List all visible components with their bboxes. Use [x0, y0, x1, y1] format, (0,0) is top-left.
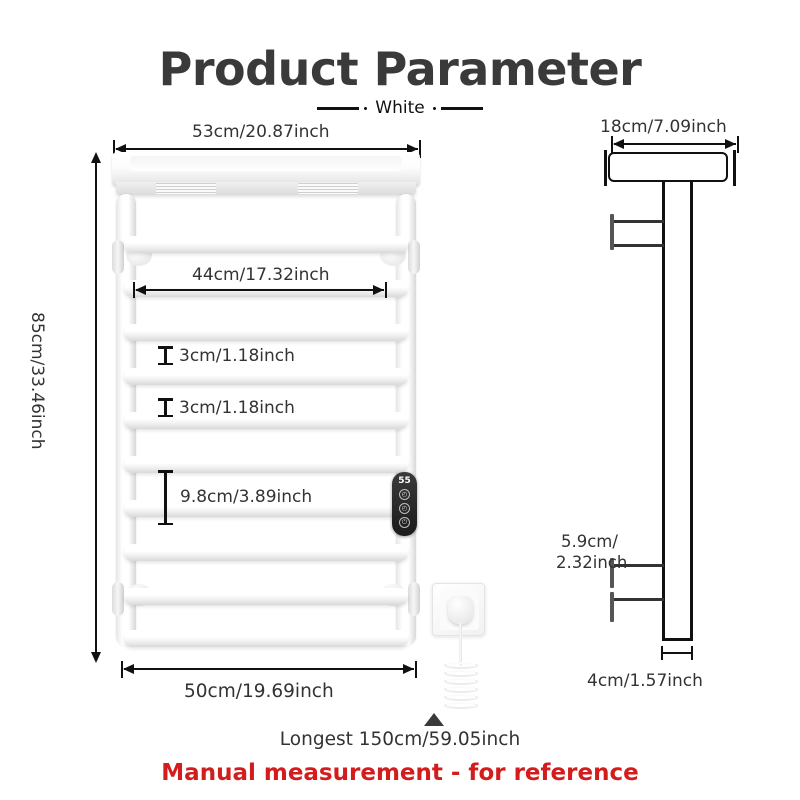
towel-bar [124, 588, 408, 605]
dim-tick-top-left [113, 140, 115, 158]
power-icon[interactable]: ⏻ [399, 517, 410, 528]
dim-arrow-depth-right [725, 138, 736, 149]
side-view-shelf-cap-left [604, 150, 607, 186]
wall-mount-upper-left [112, 240, 124, 274]
side-view-body-bottom [662, 638, 693, 641]
dim-label-bracket-offset-line2: 2.32inch [556, 553, 628, 572]
bracket-plate-lower-b [610, 592, 614, 622]
cord-coil [444, 670, 478, 677]
dim-tick-bottom-left [121, 661, 123, 678]
dim-label-total-height: 85cm/33.46inch [27, 312, 47, 450]
cord-coil [444, 678, 478, 685]
dim-marker-bar-thickness-2 [158, 398, 173, 417]
cord-coil [444, 694, 478, 701]
dim-label-bar-thickness-1: 3cm/1.18inch [179, 346, 295, 366]
dim-arrow-depth-left [613, 138, 624, 149]
dim-tick-depth-right [737, 136, 739, 153]
cord-length-label: Longest 150cm/59.05inch [279, 729, 521, 750]
subtitle-rule-right [440, 106, 483, 110]
vent-slots-right [298, 183, 358, 194]
power-plug [448, 596, 473, 624]
timer-icon[interactable]: ◴ [399, 503, 410, 514]
ibeam-stem [164, 470, 167, 525]
cord-coil [444, 686, 478, 693]
top-shelf [112, 152, 420, 186]
towel-bar [124, 280, 408, 297]
towel-bar [124, 412, 408, 429]
bracket-plate-upper [610, 214, 614, 250]
dim-line-shelf-depth [614, 143, 736, 145]
dim-arrow-bottom-left [123, 663, 134, 674]
side-view-body-edge-left [662, 182, 665, 640]
dim-label-inner-width: 44cm/17.32inch [192, 265, 330, 285]
color-label-group: White [0, 98, 800, 118]
dim-line-top-width [116, 148, 418, 150]
measurement-disclaimer: Manual measurement - for reference [161, 760, 639, 786]
dim-arrow-inner-left [135, 284, 146, 295]
dim-tick-top-right [419, 140, 421, 158]
side-view-shelf-cap-right [733, 150, 736, 186]
dim-line-bottom-width [124, 668, 414, 670]
cord-coil [444, 662, 478, 669]
dim-arrow-top-right [407, 143, 418, 154]
dim-arrow-bottom-right [403, 663, 414, 674]
towel-bar [124, 630, 408, 647]
page-title: Product Parameter [158, 42, 642, 96]
ibeam-stem [164, 398, 167, 417]
dim-label-top-width: 53cm/20.87inch [192, 122, 330, 142]
ibeam-cap-bottom [158, 414, 173, 417]
side-view-shelf [608, 152, 728, 182]
bracket-arm-lower-a [614, 564, 664, 567]
bracket-arm-upper-bottom [614, 244, 664, 247]
temperature-display: 55 [398, 476, 411, 486]
subtitle-dot-right [432, 106, 436, 110]
dim-tick-bottom-right [415, 661, 417, 678]
dim-marker-bar-gap [158, 470, 173, 525]
dim-arrow-height-top [90, 152, 101, 163]
dim-label-bottom-width: 50cm/19.69inch [184, 681, 334, 702]
dim-arrow-inner-right [373, 284, 384, 295]
control-panel[interactable]: 55 ◴ ◴ ⏻ [392, 472, 417, 536]
dim-marker-bar-thickness-1 [158, 346, 173, 365]
clock-icon[interactable]: ◴ [399, 489, 410, 500]
ibeam-cap-bottom [158, 522, 173, 525]
wall-mount-lower-right [408, 582, 420, 616]
ibeam-cap-bottom [158, 362, 173, 365]
bracket-arm-lower-b [614, 598, 664, 601]
side-view-body-edge-right [690, 182, 693, 640]
dim-line-body-depth [661, 652, 693, 654]
top-shelf-inner [130, 156, 402, 171]
vent-slots-left [156, 183, 216, 194]
dim-tick-inner-right [385, 282, 387, 298]
dim-tick-depth-left [611, 136, 613, 153]
cord-coil [444, 702, 478, 709]
ibeam-stem [164, 346, 167, 365]
dim-label-shelf-depth: 18cm/7.09inch [600, 117, 727, 137]
towel-bar [124, 324, 408, 341]
dim-label-bar-thickness-2: 3cm/1.18inch [179, 398, 295, 418]
cord-length-pointer-icon [424, 713, 444, 726]
power-cord-straight [459, 622, 462, 666]
bracket-plate-lower-a [610, 558, 614, 588]
dim-line-total-height [95, 158, 97, 658]
towel-rack-side-view [600, 150, 750, 672]
dim-tick-inner-left [133, 282, 135, 298]
towel-bar [124, 500, 408, 517]
bracket-arm-upper-top [614, 220, 664, 223]
color-label: White [375, 98, 425, 118]
subtitle-rule-left [317, 106, 360, 110]
towel-bar [124, 456, 408, 473]
wall-mount-upper-right [408, 240, 420, 274]
towel-bar [124, 544, 408, 561]
subtitle-dot-left [364, 106, 368, 110]
dim-arrow-height-bottom [90, 652, 101, 663]
dim-arrow-top-left [115, 143, 126, 154]
dim-label-bracket-offset-line1: 5.9cm/ [561, 532, 618, 551]
towel-bar [124, 368, 408, 385]
dim-label-bar-gap: 9.8cm/3.89inch [180, 487, 313, 507]
dim-line-inner-width [136, 289, 384, 291]
wall-mount-lower-left [112, 582, 124, 616]
dim-label-body-depth: 4cm/1.57inch [587, 671, 703, 691]
towel-bar [124, 236, 408, 253]
